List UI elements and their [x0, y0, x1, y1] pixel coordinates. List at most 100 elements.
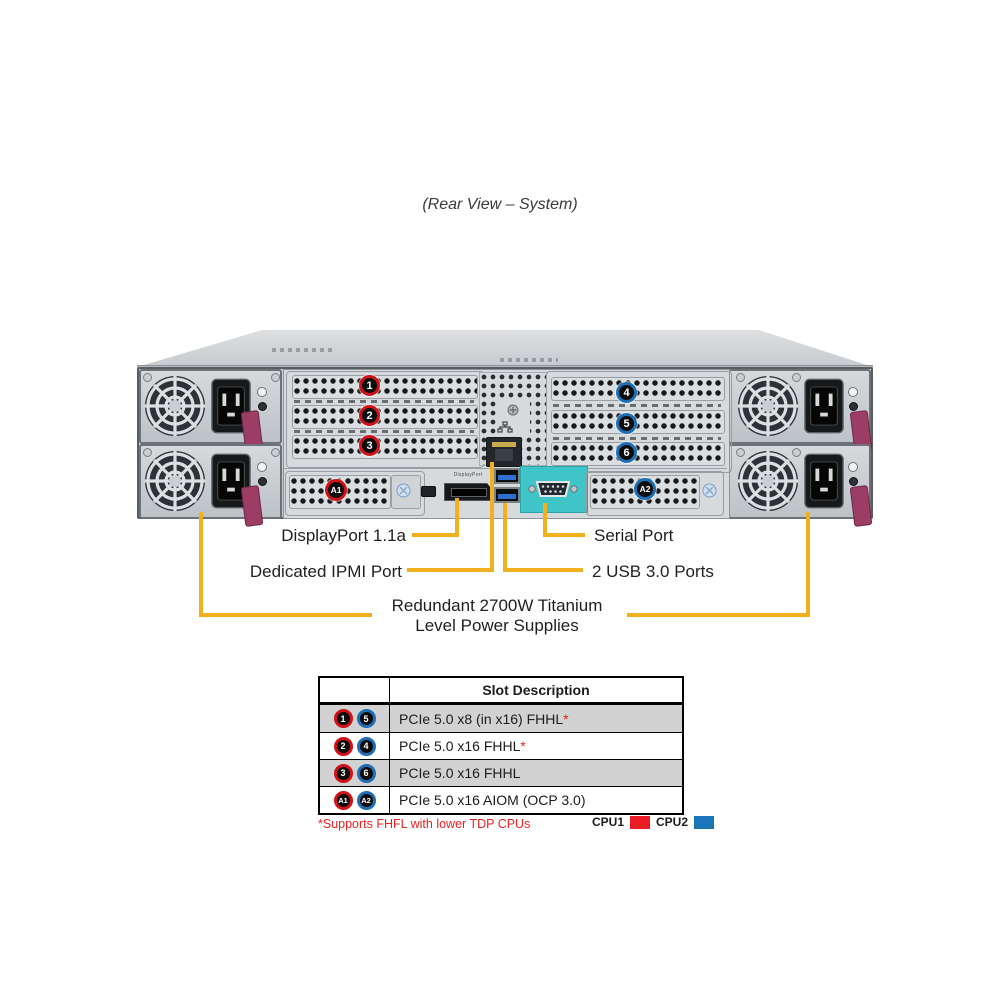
pcie-slot-2-cover	[292, 405, 478, 429]
psu-led	[848, 462, 858, 472]
psu-release-handle	[849, 485, 873, 527]
pcie-slot-3-cover	[292, 435, 478, 459]
callout-line-displayport	[412, 533, 459, 537]
legend-cpu1-label: CPU1	[592, 815, 625, 829]
pcie-slot-1-cover	[292, 375, 478, 399]
psu-led	[848, 387, 858, 397]
psu-release-handle	[240, 485, 264, 527]
table-row: 2 4 PCIe 5.0 x16 FHHL*	[320, 732, 682, 759]
power-supply-left-bottom	[139, 444, 282, 527]
displayport-connector	[444, 483, 494, 501]
callout-line-psu-left	[199, 512, 203, 617]
fan-grille-icon	[738, 376, 798, 436]
page-title: (Rear View – System)	[422, 196, 578, 213]
table-badge-1: 1	[333, 709, 353, 728]
slot-description-table: Slot Description 1 5 PCIe 5.0 x8 (in x16…	[318, 676, 684, 815]
fan-grille-icon	[145, 376, 205, 436]
slot-separator	[553, 437, 721, 440]
table-row: 1 5 PCIe 5.0 x8 (in x16) FHHL*	[320, 705, 682, 732]
slot-badge-5: 5	[616, 413, 637, 434]
table-row: 3 6 PCIe 5.0 x16 FHHL	[320, 759, 682, 786]
rj45-opening	[495, 449, 513, 461]
screw	[792, 448, 801, 457]
usb-tongue	[498, 475, 516, 480]
footnote-marker: *	[520, 738, 526, 754]
screw	[792, 373, 801, 382]
ac-inlet-icon	[211, 378, 251, 434]
ac-inlet-icon	[804, 453, 844, 509]
footnote: *Supports FHFL with lower TDP CPUs	[318, 817, 531, 831]
ac-inlet-icon	[804, 378, 844, 434]
label-psu-line1: Redundant 2700W Titanium	[391, 596, 603, 615]
screw	[143, 373, 152, 382]
psu-button	[849, 402, 858, 411]
label-psu-line2: Level Power Supplies	[415, 616, 579, 635]
callout-line-usb	[503, 503, 507, 572]
usb3-port-top	[494, 468, 520, 484]
psu-button	[258, 477, 267, 486]
slot-description: PCIe 5.0 x16 AIOM (OCP 3.0)	[399, 792, 586, 808]
slot-badge-a2: A2	[634, 478, 656, 500]
slot-badge-1: 1	[359, 375, 380, 396]
usb-tongue	[498, 494, 516, 499]
table-badge-4: 4	[356, 736, 376, 756]
callout-line-psu-right	[806, 512, 810, 617]
slot-badge-4: 4	[616, 382, 637, 403]
psu-button	[849, 477, 858, 486]
pcie-slot-6-cover	[551, 442, 725, 466]
callout-line-psu-left	[199, 613, 372, 617]
label-displayport: DisplayPort 1.1a	[281, 526, 406, 545]
callout-line-ipmi	[407, 568, 494, 572]
displayport-opening	[451, 488, 487, 497]
lid-vent	[272, 348, 334, 352]
slot-badge-a1: A1	[325, 479, 347, 501]
header-badge-cell	[320, 678, 390, 702]
label-usb: 2 USB 3.0 Ports	[592, 562, 714, 581]
micro-usb-port	[421, 486, 436, 497]
lid-vent	[500, 358, 558, 362]
callout-line-usb	[503, 568, 583, 572]
screw	[143, 448, 152, 457]
slot-separator	[553, 404, 721, 407]
fan-grille-icon	[738, 451, 798, 511]
label-psu: Redundant 2700W Titanium Level Power Sup…	[347, 596, 647, 636]
screw	[271, 448, 280, 457]
legend-cpu1-swatch	[630, 815, 651, 829]
ac-inlet-icon	[211, 453, 251, 509]
cpu-legend: CPU1 CPU2	[592, 815, 715, 829]
psu-button	[258, 402, 267, 411]
power-supply-right-bottom	[728, 444, 873, 527]
table-badge-a1: A1	[333, 790, 353, 810]
callout-line-psu-right	[627, 613, 810, 617]
slot-description: PCIe 5.0 x16 FHHL	[399, 765, 521, 781]
legend-cpu2-swatch	[694, 815, 715, 829]
fan-grille-icon	[145, 451, 205, 511]
slot-badge-6: 6	[616, 442, 637, 463]
screw	[736, 448, 745, 457]
callout-line-ipmi	[490, 462, 494, 572]
table-badge-6: 6	[356, 763, 376, 783]
psu-led	[257, 462, 267, 472]
rj45-pins	[492, 442, 516, 447]
serial-db9-connector	[528, 481, 578, 497]
aiom-a2-bracket	[586, 471, 724, 516]
thumbscrew	[702, 483, 717, 498]
slot-separator	[294, 430, 474, 433]
legend-cpu2-label: CPU2	[656, 815, 689, 829]
table-badge-3: 3	[333, 763, 353, 783]
slot-badge-3: 3	[359, 435, 380, 456]
slot-description: PCIe 5.0 x8 (in x16) FHHL	[399, 710, 564, 727]
displayport-print: DisplayPort	[453, 472, 483, 478]
header-description-cell: Slot Description	[482, 682, 590, 698]
thumbscrew	[396, 483, 411, 498]
table-header-row: Slot Description	[320, 678, 682, 705]
callout-line-serial	[543, 533, 585, 537]
network-icon	[497, 421, 513, 433]
table-row: A1 A2 PCIe 5.0 x16 AIOM (OCP 3.0)	[320, 786, 682, 813]
table-badge-a2: A2	[356, 790, 376, 810]
slot-badge-2: 2	[359, 405, 380, 426]
usb3-port-bottom	[494, 487, 520, 503]
callout-line-serial	[543, 503, 547, 537]
power-supply-right-top	[728, 369, 873, 452]
power-supply-left-top	[139, 369, 282, 452]
